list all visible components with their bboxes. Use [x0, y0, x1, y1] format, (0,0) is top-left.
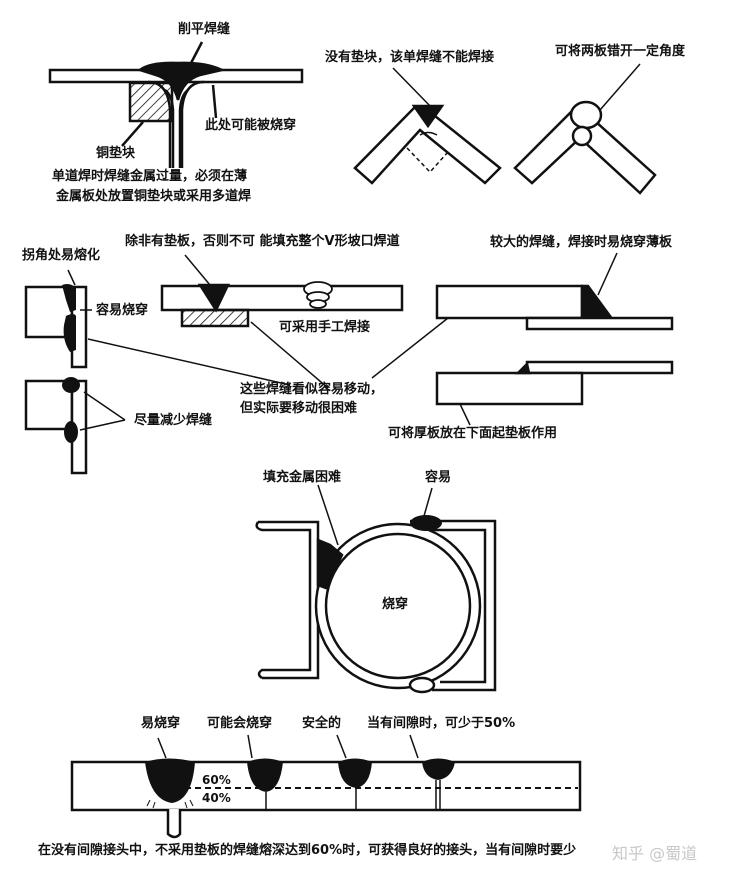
- weld-gap: [422, 758, 455, 780]
- pct-40-label: 40%: [202, 791, 231, 805]
- corner-bad-label: 没有垫块，该单焊缝不能焊接: [325, 50, 495, 65]
- corner-bad-panel: [353, 67, 502, 185]
- vgroove-panel: [160, 254, 404, 389]
- vgroove-label: 除非有垫板，否则不可 能填充整个V形坡口焊道: [125, 234, 400, 249]
- penetration-panel: [70, 734, 582, 839]
- tjoint-note-line1: 单道焊时焊缝金属过量，必须在薄: [52, 169, 248, 184]
- tjoint-burn-label: 此处可能被烧穿: [205, 118, 297, 133]
- penetration-label-3: 安全的: [302, 716, 342, 731]
- tube-panel: [255, 484, 497, 694]
- backing-plate: [180, 308, 250, 328]
- easy-weld: [410, 515, 442, 531]
- edge-joint-panel: [24, 269, 291, 475]
- tjoint-note-line2: 金属板处放置铜垫块或采用多道焊: [56, 189, 252, 204]
- center-note-line1: 这些焊缝看似容易移动，: [240, 382, 384, 397]
- tube-center-label: 烧穿: [382, 597, 409, 612]
- bottom-caption: 在没有间隙接头中，不采用垫板的焊缝熔深达到60%时，可获得良好的接头，当有间隙时…: [38, 843, 577, 858]
- weld-safe: [338, 758, 372, 788]
- edge-burn-label: 容易烧穿: [96, 303, 149, 318]
- tube-fill-label: 填充金属困难: [263, 470, 342, 485]
- copper-backing-label: 铜垫块: [96, 146, 136, 161]
- offset-weld-upper: [569, 100, 603, 130]
- penetration-label-1: 易烧穿: [141, 716, 181, 731]
- reduce-welds-label: 尽量减少焊缝: [134, 413, 213, 428]
- weld-maybe-burn: [247, 758, 283, 792]
- pct-60-label: 60%: [202, 773, 231, 787]
- lap-joint-panel: [371, 252, 674, 426]
- edge-melt-label: 拐角处易熔化: [22, 248, 101, 263]
- corner-bad-weld: [411, 104, 445, 129]
- offset-weld-lower: [571, 125, 593, 147]
- lap-top-label: 较大的焊缝，焊接时易烧穿薄板: [490, 235, 673, 250]
- tjoint-panel: [48, 41, 304, 168]
- manual-weld-label: 可采用手工焊接: [279, 320, 371, 335]
- tube-inner: [324, 532, 472, 680]
- corner-offset-panel: [513, 63, 657, 195]
- watermark: 知乎 @蜀道: [612, 844, 698, 863]
- tube-outer: [314, 522, 482, 690]
- fill-difficult-weld: [316, 538, 344, 590]
- weld-burnthrough: [145, 758, 195, 803]
- corner-offset-label: 可将两板错开一定角度: [555, 44, 686, 59]
- penetration-label-2: 可能会烧穿: [207, 716, 273, 731]
- lap-bottom-label: 可将厚板放在下面起垫板作用: [388, 426, 558, 441]
- center-note-line2: 但实际要移动很困难: [240, 401, 358, 416]
- vgroove-weld: [197, 283, 230, 313]
- tjoint-title-label: 削平焊缝: [178, 22, 231, 37]
- copper-backing-block: [128, 81, 174, 123]
- tube-easy-label: 容易: [425, 470, 452, 485]
- penetration-label-4: 当有间隙时，可少于50%: [367, 716, 516, 731]
